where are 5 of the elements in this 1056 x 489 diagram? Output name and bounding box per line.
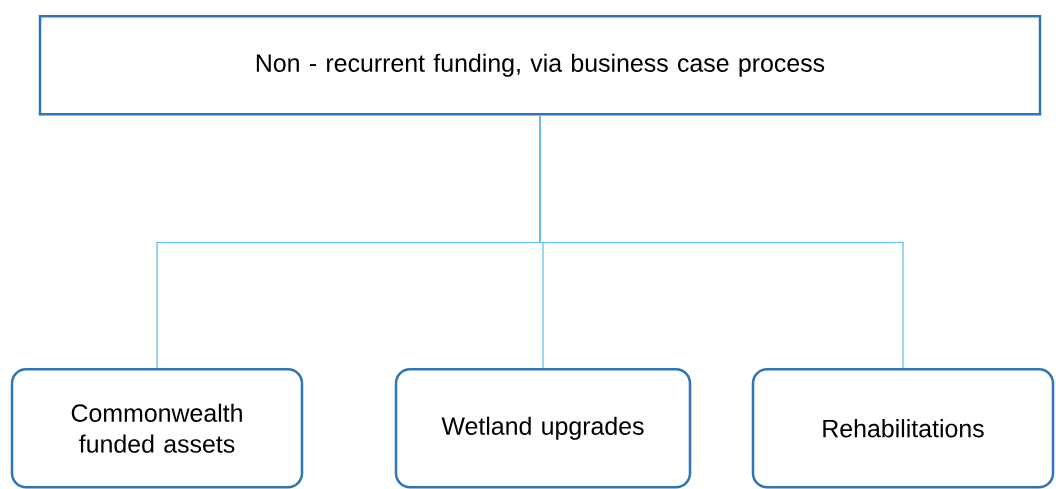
category-box: Wetland upgrades [394,368,692,489]
connector [539,114,904,369]
category-box: Commonwealth funded assets [10,368,304,489]
category-box: Rehabilitations [751,368,1055,489]
title-box: Non - recurrent funding, via business case process [38,15,1042,116]
